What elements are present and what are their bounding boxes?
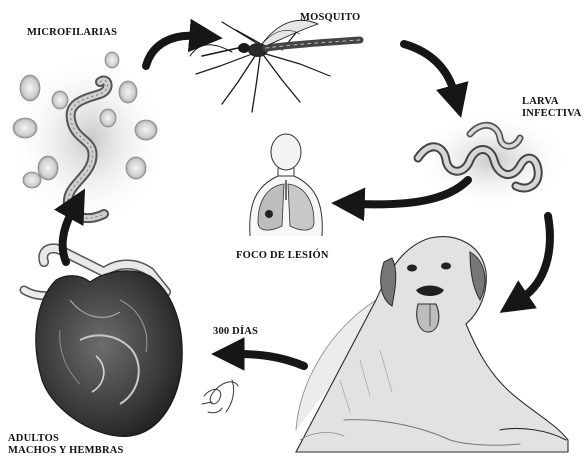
- label-larva-line2: INFECTIVA: [522, 108, 581, 120]
- microfilariae-icon: [12, 52, 168, 228]
- label-mosquito: MOSQUITO: [300, 12, 360, 24]
- label-adultos: ADULTOS MACHOS Y HEMBRAS: [8, 433, 124, 457]
- label-adultos-line1: ADULTOS: [8, 433, 124, 445]
- label-microfilarias: MICROFILARIAS: [27, 27, 117, 39]
- heart-icon: [24, 248, 182, 436]
- signature-icon: [202, 380, 238, 413]
- dog-icon: [296, 237, 568, 452]
- label-larva-infectiva: LARVA INFECTIVA: [522, 96, 581, 120]
- label-adultos-line2: MACHOS Y HEMBRAS: [8, 445, 124, 457]
- label-foco-de-lesion: FOCO DE LESIÓN: [236, 250, 329, 262]
- lungs-icon: [250, 134, 323, 236]
- label-larva-line1: LARVA: [522, 96, 581, 108]
- mosquito-icon: [190, 20, 360, 112]
- label-300-dias: 300 DÍAS: [213, 326, 258, 338]
